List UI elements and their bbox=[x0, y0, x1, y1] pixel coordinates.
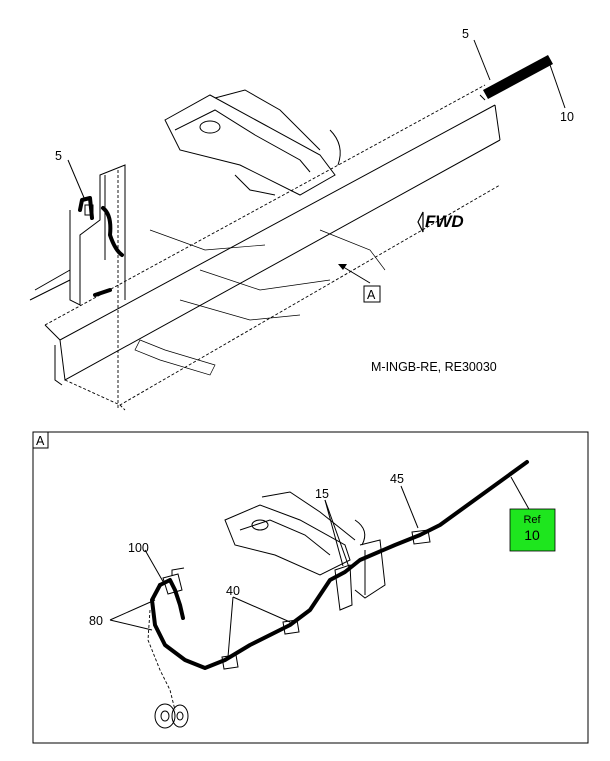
grommet bbox=[154, 703, 189, 729]
detail-cross-member bbox=[224, 491, 386, 611]
ref-10-badge: Ref 10 bbox=[509, 508, 556, 552]
harness-end bbox=[483, 55, 553, 99]
fwd-arrow-icon bbox=[417, 211, 424, 233]
detail-view: A bbox=[32, 431, 589, 744]
frame-rail bbox=[44, 84, 501, 411]
clip-40-b bbox=[282, 619, 300, 635]
connector-100 bbox=[162, 567, 185, 595]
callout-10-top: 10 bbox=[560, 110, 574, 124]
view-arrow bbox=[339, 264, 371, 284]
callout-40: 40 bbox=[226, 584, 240, 598]
view-ref-box bbox=[363, 285, 381, 303]
ref-badge-line2: 10 bbox=[524, 527, 540, 543]
callout-5-left: 5 bbox=[55, 149, 62, 163]
detail-frame bbox=[32, 431, 589, 744]
detail-tag-box bbox=[32, 431, 49, 449]
detail-branch bbox=[147, 609, 176, 711]
fwd-indicator: FWD bbox=[417, 211, 464, 233]
callout-45: 45 bbox=[390, 472, 404, 486]
drawing-id: M-INGB-RE, RE30030 bbox=[371, 360, 497, 374]
callout-80: 80 bbox=[89, 614, 103, 628]
ref-badge-line1: Ref bbox=[523, 514, 541, 526]
cable-hook bbox=[329, 129, 341, 166]
callout-5-top: 5 bbox=[462, 27, 469, 41]
top-view: 5 10 5 FWD A M-INGB-RE, RE30030 bbox=[29, 27, 574, 411]
cross-member bbox=[134, 89, 386, 376]
clip-45 bbox=[411, 529, 431, 545]
callout-100: 100 bbox=[128, 541, 149, 555]
detail-harness-end bbox=[158, 578, 185, 620]
fwd-label: FWD bbox=[425, 212, 464, 231]
clip-40-a bbox=[221, 654, 239, 670]
detail-tag: A bbox=[36, 434, 45, 448]
callout-15: 15 bbox=[315, 487, 329, 501]
view-ref-label: A bbox=[367, 288, 376, 302]
detail-harness bbox=[150, 460, 529, 670]
left-bracket bbox=[29, 164, 126, 410]
